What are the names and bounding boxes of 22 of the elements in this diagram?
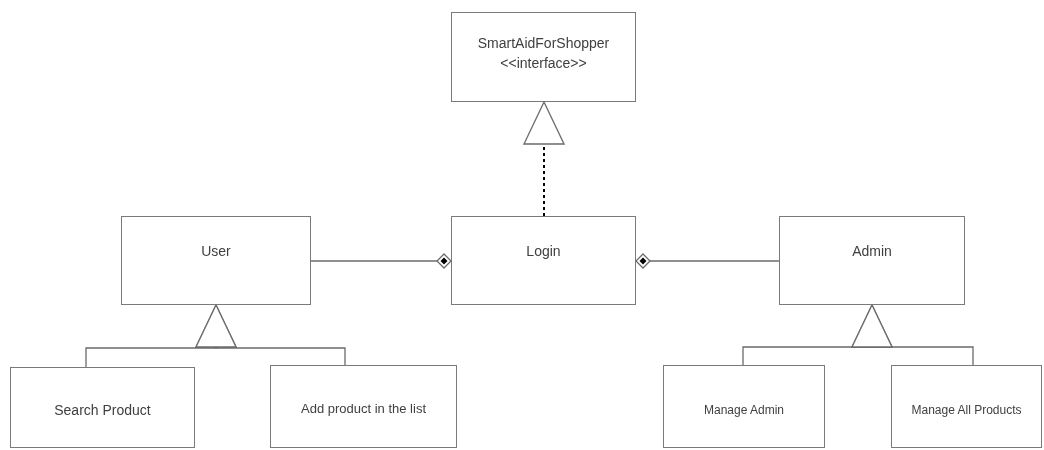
class-box xyxy=(121,216,311,305)
class-name: Search Product xyxy=(54,401,151,420)
class-name: Add product in the list xyxy=(301,400,426,418)
class-box xyxy=(451,12,636,102)
class-name: User xyxy=(201,242,231,261)
generalization-arrow xyxy=(195,304,346,366)
class-name: Manage All Products xyxy=(911,402,1022,419)
composition-connector xyxy=(635,253,780,269)
stereotype-label: <<interface>> xyxy=(500,54,587,73)
generalization-arrow xyxy=(851,304,974,366)
class-box xyxy=(663,365,825,448)
class-name: Admin xyxy=(852,242,892,261)
class-box xyxy=(270,365,457,448)
class-box xyxy=(779,216,965,305)
class-box xyxy=(451,216,636,305)
class-name: Manage Admin xyxy=(703,402,785,419)
class-box xyxy=(891,365,1042,448)
composition-connector xyxy=(310,253,452,269)
class-box xyxy=(10,367,195,448)
generalization-arrow xyxy=(523,101,565,217)
class-name: Login xyxy=(526,242,561,261)
class-name: SmartAidForShopper xyxy=(477,34,610,53)
